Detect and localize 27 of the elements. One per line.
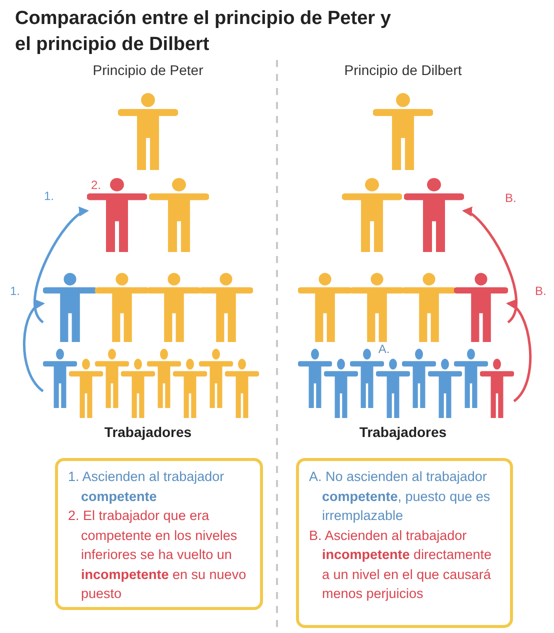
edge-label: 1. [43,188,56,203]
text-panel [55,458,263,610]
callout-number: A. [378,342,390,356]
heading: Principio de Peter [92,62,204,78]
heading: Principio de Dilbert [344,62,462,78]
group-label: Trabajadores [104,424,192,440]
edge-label: B. [534,284,548,298]
edge-label: 1. [9,284,22,298]
person-icon [454,272,508,342]
person-icon [43,272,97,342]
title: Comparación entre el principio de Peter y el principio de Dilbert [15,7,392,57]
group-label: Trabajadores [359,424,447,440]
arrow [462,208,518,324]
person-icon [87,177,147,252]
person-icon [43,348,77,408]
arrow [506,302,532,402]
callout-number: 2. [91,178,101,192]
note-text: 1. Ascienden al trabajador competente [68,468,226,506]
note-text: B. Ascienden al trabajador incompetente directamente a un nivel en el que causará menos perjuicios [309,526,493,603]
note-text: A. No ascienden al trabajador competente, puesto que es irremplazable [309,468,492,525]
person-icon [480,358,514,418]
arrow [34,208,89,324]
text-panel [296,458,513,628]
note-text: 2. El trabajador que era competente en los niveles inferiores se ha vuelto un incompetente en su nuevo puesto [68,507,248,603]
edge-label: B. [504,190,518,205]
person-icon [404,177,464,252]
arrow [23,301,45,392]
